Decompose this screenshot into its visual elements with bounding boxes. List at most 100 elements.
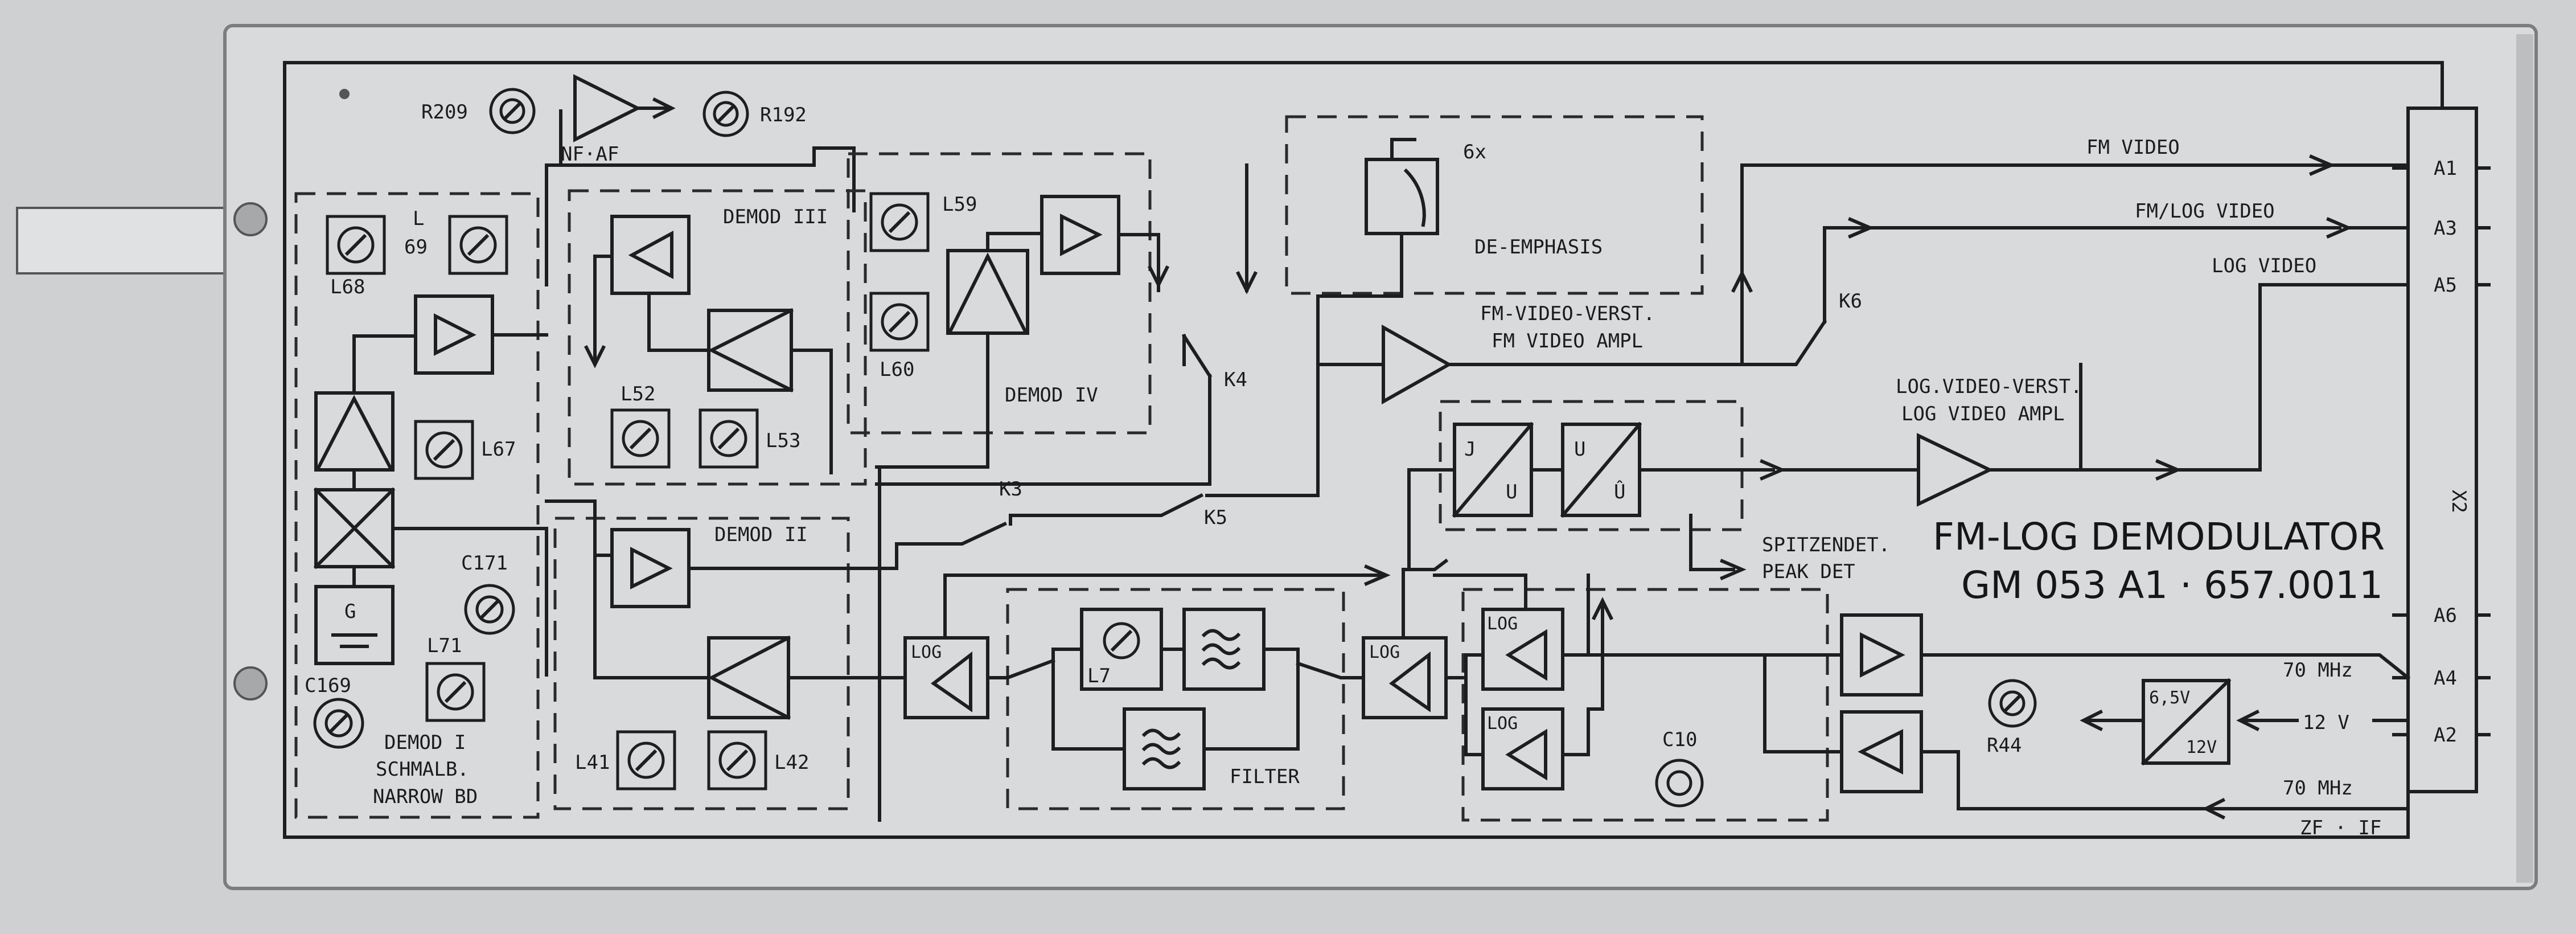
- label-j: J: [1464, 438, 1476, 461]
- trimmer-l42[interactable]: [707, 730, 767, 790]
- label-c10: C10: [1662, 728, 1697, 751]
- label-log-video-ampl: LOG VIDEO AMPL: [1901, 403, 2065, 425]
- label-70mhz-in: 70 MHz: [2283, 659, 2353, 682]
- trimmer-c10[interactable]: [1655, 759, 1704, 808]
- oscillator-block: [314, 585, 395, 665]
- label-filter: FILTER: [1230, 765, 1300, 788]
- label-r192: R192: [760, 104, 807, 126]
- trimmer-r209[interactable]: [489, 88, 536, 134]
- panel-edge: [2516, 34, 2533, 883]
- log2-traces: [1402, 468, 1449, 640]
- oscillator-label: G: [344, 600, 356, 623]
- trimmer-r44[interactable]: [1988, 679, 2037, 728]
- panel-title: FM-LOG DEMODULATOR: [1933, 515, 2385, 559]
- demod2-box: [553, 517, 850, 810]
- converter-icon: [1560, 421, 1642, 518]
- nf-traces: [545, 109, 856, 286]
- tuning-icon: [1103, 622, 1140, 659]
- amplifier-icon: [1060, 214, 1103, 256]
- trimmer-l53[interactable]: [699, 408, 759, 469]
- amplifier-block: [414, 294, 494, 375]
- label-spitzendet: SPITZENDET.: [1762, 534, 1890, 556]
- log-block: [1481, 707, 1564, 790]
- label-fm-video: FM VIDEO: [2086, 136, 2180, 159]
- filter-traces: [986, 648, 1365, 751]
- rivet-icon: [339, 89, 350, 99]
- label-l53: L53: [766, 429, 800, 452]
- switch-k4[interactable]: [1181, 333, 1213, 379]
- mixer-icon: [313, 487, 396, 570]
- trimmer-r192[interactable]: [702, 91, 749, 137]
- de-emphasis-block: [1365, 158, 1439, 235]
- log-video-traces: [1780, 283, 2410, 481]
- screw-icon[interactable]: [233, 202, 268, 236]
- amplifier-block: [946, 249, 1029, 335]
- discriminator-block: [707, 309, 793, 392]
- discriminator-icon: [708, 308, 794, 393]
- label-demod4: DEMOD IV: [1005, 384, 1098, 407]
- label-k6: K6: [1839, 290, 1862, 313]
- pin-a2: A2: [2434, 724, 2457, 747]
- trimmer-l67[interactable]: [414, 420, 474, 480]
- discriminator-icon: [708, 635, 791, 720]
- label-u-in: U: [1574, 438, 1585, 461]
- demod4-box: [847, 152, 1152, 435]
- label-u: U: [1506, 481, 1517, 503]
- amplifier-block: [1040, 195, 1120, 275]
- trimmer-l68[interactable]: [326, 215, 386, 275]
- log-amplifier-icon: [1505, 629, 1547, 681]
- trimmer-l41[interactable]: [616, 730, 676, 790]
- screw-icon[interactable]: [233, 666, 268, 700]
- if-amplifier-block: [1840, 710, 1923, 793]
- label-k5: K5: [1204, 506, 1227, 529]
- log-block: [1481, 608, 1564, 691]
- label-r209: R209: [421, 101, 468, 124]
- label-c169: C169: [305, 674, 351, 697]
- connector-label: X2: [2447, 490, 2470, 513]
- amplifier-icon: [316, 395, 393, 470]
- label-fm-video-ampl: FM VIDEO AMPL: [1492, 330, 1643, 353]
- label-fm-log-video: FM/LOG VIDEO: [2135, 200, 2275, 223]
- trimmer-c171[interactable]: [464, 584, 515, 635]
- switches-k3-k5[interactable]: [895, 493, 1204, 570]
- log-traces: [878, 564, 1391, 679]
- filter-block: [1123, 707, 1206, 790]
- trimmer-l52[interactable]: [610, 408, 671, 469]
- trimmer-l69[interactable]: [448, 215, 508, 275]
- amplifier-icon: [628, 230, 673, 279]
- if-amplifier-block: [1840, 613, 1923, 697]
- log-pair-box: [1461, 588, 1829, 822]
- label-12v-reg: 12V: [2186, 738, 2217, 757]
- amplifier-block: [610, 215, 691, 295]
- label-l41: L41: [575, 751, 610, 774]
- label-l42: L42: [774, 751, 809, 774]
- if-traces: [1763, 653, 2411, 820]
- label-de-emphasis: DE-EMPHASIS: [1474, 236, 1603, 259]
- amplifier-icon: [1860, 632, 1905, 678]
- trimmer-l60[interactable]: [869, 292, 930, 352]
- trimmer-l59[interactable]: [869, 192, 930, 252]
- trimmer-c169[interactable]: [313, 698, 364, 749]
- crystal-icon: [331, 633, 377, 648]
- log-amplifier-icon: [1505, 728, 1547, 781]
- pin-a1: A1: [2434, 157, 2457, 180]
- log-amplifier-icon: [930, 651, 972, 712]
- label-6x: 6x: [1463, 141, 1486, 163]
- label-zf-if: ZF · IF: [2300, 817, 2381, 839]
- label-l67: L67: [481, 438, 516, 461]
- k5-traces: [1205, 294, 1385, 497]
- label-log-video: LOG VIDEO: [2212, 255, 2316, 277]
- pin-a5: A5: [2434, 274, 2457, 297]
- tuning-slot: [1110, 629, 1133, 652]
- mounting-handle[interactable]: [16, 207, 229, 275]
- pin-a6: A6: [2434, 604, 2457, 627]
- label-peak-det: PEAK DET: [1762, 560, 1855, 583]
- label-narrow-bd: NARROW BD: [373, 785, 478, 808]
- trimmer-l71[interactable]: [425, 662, 486, 722]
- label-l71: L71: [427, 634, 462, 657]
- label-demod1: DEMOD I: [384, 731, 466, 754]
- label-demod3: DEMOD III: [723, 206, 828, 228]
- label-nf-af: NF·AF: [561, 143, 619, 166]
- label-6-5v: 6,5V: [2149, 688, 2190, 708]
